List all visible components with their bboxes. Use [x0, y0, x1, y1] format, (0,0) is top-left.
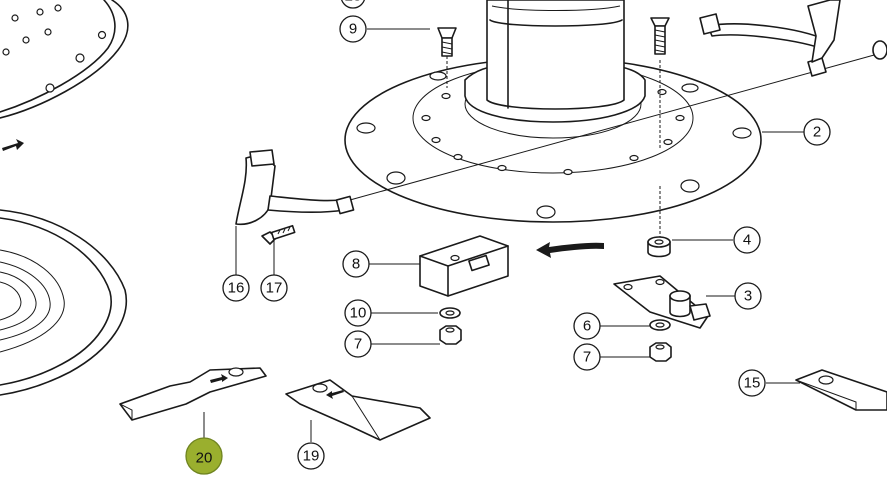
callout-3[interactable]: 3 [734, 282, 762, 310]
svg-text:20: 20 [196, 450, 213, 467]
washer-right [649, 319, 671, 331]
svg-text:9: 9 [349, 21, 357, 38]
nut-right [649, 342, 672, 362]
svg-text:28: 28 [345, 0, 362, 5]
callout-2[interactable]: 2 [803, 118, 831, 146]
svg-text:7: 7 [354, 336, 362, 353]
callout-8[interactable]: 8 [342, 250, 370, 278]
callout-10[interactable]: 10 [344, 299, 372, 327]
washer-left [439, 307, 461, 319]
svg-text:7: 7 [583, 349, 591, 366]
callout-17[interactable]: 17 [260, 274, 288, 302]
bracket-left [235, 149, 355, 226]
svg-text:6: 6 [583, 318, 591, 335]
left-upper-disc [0, 0, 129, 119]
callout-16[interactable]: 16 [222, 274, 250, 302]
nut-left [439, 325, 462, 345]
rotation-arrow-left [2, 139, 24, 151]
axis-line [349, 51, 886, 201]
svg-text:19: 19 [303, 448, 320, 465]
callout-7-right[interactable]: 7 [573, 343, 601, 371]
blade-middle [285, 379, 431, 441]
countersunk-bolt-left [437, 27, 457, 88]
hex-bolt [261, 224, 296, 245]
callout-20-highlighted[interactable]: 20 [185, 437, 223, 475]
callout-7-left[interactable]: 7 [344, 330, 372, 358]
callout-19[interactable]: 19 [297, 442, 325, 470]
hub-cylinder [464, 0, 646, 123]
callout-6[interactable]: 6 [573, 312, 601, 340]
svg-text:3: 3 [744, 288, 752, 305]
countersunk-bolt-right [650, 17, 670, 238]
blade-left [119, 367, 267, 421]
svg-text:17: 17 [266, 280, 283, 297]
blade-holder-plate [613, 275, 711, 329]
bracket-top-right [699, 0, 887, 77]
spacer-bushing [647, 236, 671, 258]
leader-lines [203, 28, 830, 442]
svg-text:4: 4 [743, 232, 751, 249]
svg-text:8: 8 [352, 256, 360, 273]
left-lower-disc [0, 209, 127, 396]
blade-right [795, 369, 887, 411]
svg-text:2: 2 [813, 124, 821, 141]
svg-text:10: 10 [350, 305, 367, 322]
callout-9[interactable]: 9 [339, 15, 367, 43]
callout-28[interactable]: 28 [340, 0, 366, 9]
callout-4[interactable]: 4 [733, 226, 761, 254]
svg-text:15: 15 [744, 375, 761, 392]
rotation-arrow [536, 242, 604, 258]
svg-text:16: 16 [228, 280, 245, 297]
callout-15[interactable]: 15 [738, 369, 766, 397]
clip-bracket [419, 235, 509, 297]
